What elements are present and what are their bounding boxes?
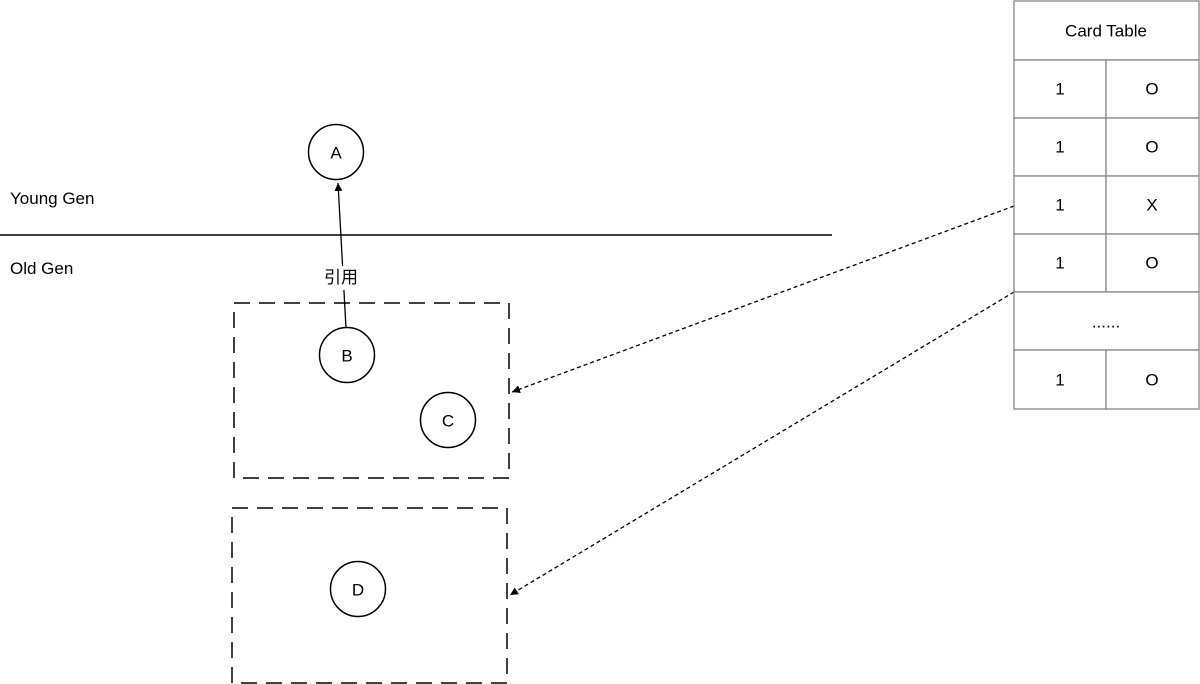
card-table-row: 1 O <box>1013 117 1200 177</box>
node-a: A <box>307 123 365 181</box>
card-cell-index: 1 <box>1055 196 1064 215</box>
card-cell-ellipsis: ...... <box>1092 313 1120 332</box>
card-cell-index: 1 <box>1055 80 1064 99</box>
card-region-2 <box>231 507 508 684</box>
card-table-row: 1 O <box>1013 349 1200 410</box>
card-table-row-dirty: 1 X <box>1013 175 1200 235</box>
card-cell-state: O <box>1145 80 1158 99</box>
card-region-1 <box>233 302 510 479</box>
card-pointer-arrow-1 <box>511 205 1015 393</box>
card-cell-index: 1 <box>1055 138 1064 157</box>
young-gen-label: Young Gen <box>10 189 94 208</box>
node-d-label: D <box>352 581 364 600</box>
reference-label: 引用 <box>324 268 358 288</box>
node-b: B <box>318 326 376 384</box>
node-d: D <box>329 560 387 618</box>
reference-arrow <box>334 182 347 329</box>
card-cell-index: 1 <box>1055 371 1064 390</box>
node-c-label: C <box>442 412 454 431</box>
reference-label-bg <box>320 266 362 290</box>
card-table-row-ellipsis: ...... <box>1013 291 1200 351</box>
node-c: C <box>419 391 477 449</box>
node-a-label: A <box>330 144 342 163</box>
card-cell-state: O <box>1145 254 1158 273</box>
node-b-label: B <box>341 347 352 366</box>
card-table-title: Card Table <box>1065 22 1147 41</box>
card-table-row: 1 O <box>1013 59 1200 119</box>
card-cell-index: 1 <box>1055 254 1064 273</box>
card-cell-state: X <box>1146 196 1157 215</box>
card-table: Card Table 1 O 1 O 1 X 1 O <box>1013 0 1200 410</box>
card-cell-state: O <box>1145 371 1158 390</box>
card-pointer-arrow-2 <box>509 291 1015 596</box>
card-cell-state: O <box>1145 138 1158 157</box>
card-table-row: 1 O <box>1013 233 1200 293</box>
old-gen-label: Old Gen <box>10 259 73 278</box>
